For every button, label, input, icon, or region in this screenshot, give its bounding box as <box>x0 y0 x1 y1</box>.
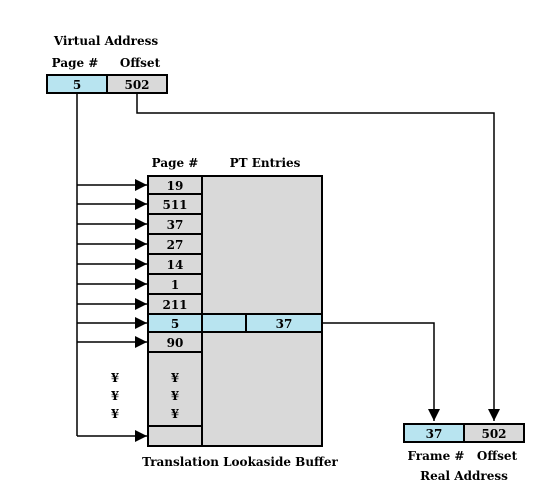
ra-frame-value: 37 <box>426 427 443 441</box>
tlb-page-col-header: Page # <box>152 156 199 170</box>
tlb-page-entry: 211 <box>162 298 187 312</box>
tlb-entries-column <box>201 175 323 447</box>
tlb-entries-col-header: PT Entries <box>230 156 301 170</box>
ra-offset-box <box>463 423 525 443</box>
tlb-page-entry: 90 <box>167 336 184 350</box>
ellipsis-mark: ¥ <box>111 371 119 385</box>
tlb-page-column <box>147 175 203 447</box>
ellipsis-mark: ¥ <box>171 389 179 403</box>
ellipsis-mark: ¥ <box>171 371 179 385</box>
tlb-page-entry: 27 <box>167 238 184 252</box>
va-offset-value: 502 <box>124 78 149 92</box>
va-offset-label: Offset <box>120 56 161 70</box>
tlb-page-entry: 1 <box>171 278 179 292</box>
tlb-page-entry: 14 <box>167 258 184 272</box>
tlb-page-entry: 511 <box>162 198 187 212</box>
ellipsis-mark: ¥ <box>111 389 119 403</box>
tlb-page-entry: 19 <box>167 179 184 193</box>
ra-frame-label: Frame # <box>408 449 465 463</box>
va-page-value: 5 <box>73 78 81 92</box>
tlb-hit-flag-cell <box>201 313 247 333</box>
tlb-caption: Translation Lookaside Buffer <box>142 455 338 469</box>
compare-arrows <box>77 179 147 442</box>
tlb-page-entry: 5 <box>171 317 179 331</box>
offset-arrow <box>136 93 500 421</box>
ra-offset-label: Offset <box>477 449 518 463</box>
va-page-label: Page # <box>52 56 99 70</box>
virtual-address-title: Virtual Address <box>53 34 159 48</box>
real-address-title: Real Address <box>420 469 508 483</box>
tlb-page-entry: 37 <box>167 218 184 232</box>
tlb-hit-frame-value: 37 <box>276 317 293 331</box>
frame-arrow <box>322 322 440 421</box>
ellipsis-mark: ¥ <box>171 407 179 421</box>
ra-offset-value: 502 <box>481 427 506 441</box>
ellipsis-mark: ¥ <box>111 407 119 421</box>
